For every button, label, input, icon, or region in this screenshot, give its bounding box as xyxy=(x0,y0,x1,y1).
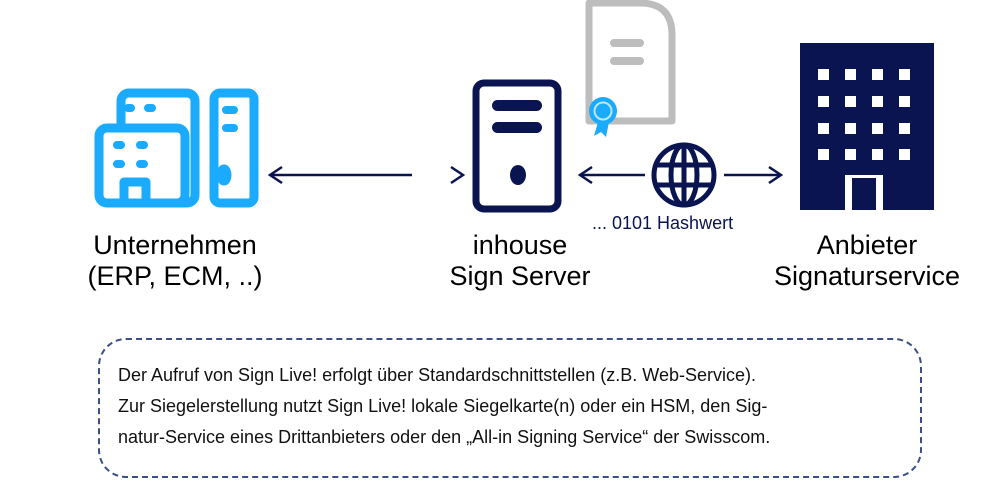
server-label: inhouse Sign Server xyxy=(410,230,630,292)
provider-label: Anbieter Signaturservice xyxy=(752,230,982,292)
description-box: Der Aufruf von Sign Live! erfolgt über S… xyxy=(98,338,922,478)
company-label-line2: (ERP, ECM, ..) xyxy=(87,261,263,291)
provider-label-line2: Signaturservice xyxy=(773,261,961,291)
signed-document-icon xyxy=(585,0,676,137)
server-icon xyxy=(472,79,562,213)
description-text: Der Aufruf von Sign Live! erfolgt über S… xyxy=(118,360,770,453)
provider-label-line1: Anbieter xyxy=(816,230,918,260)
bidirectional-arrow-left xyxy=(267,165,466,185)
server-label-line2: Sign Server xyxy=(449,261,591,291)
hash-label: ... 0101 Hashwert xyxy=(592,213,734,233)
bidirectional-arrow-right xyxy=(577,165,784,185)
company-label-line1: Unternehmen xyxy=(93,230,257,260)
description-line: natur-Service eines Drittanbieters oder … xyxy=(118,427,771,447)
office-building-icon xyxy=(800,43,934,210)
company-label: Unternehmen (ERP, ECM, ..) xyxy=(60,230,290,292)
buildings-icon xyxy=(94,88,259,208)
globe-icon xyxy=(651,142,717,208)
description-line: Der Aufruf von Sign Live! erfolgt über S… xyxy=(118,365,756,385)
description-line: Zur Siegelerstellung nutzt Sign Live! lo… xyxy=(118,396,768,416)
server-label-line1: inhouse xyxy=(472,230,568,260)
seal-icon xyxy=(589,97,617,137)
